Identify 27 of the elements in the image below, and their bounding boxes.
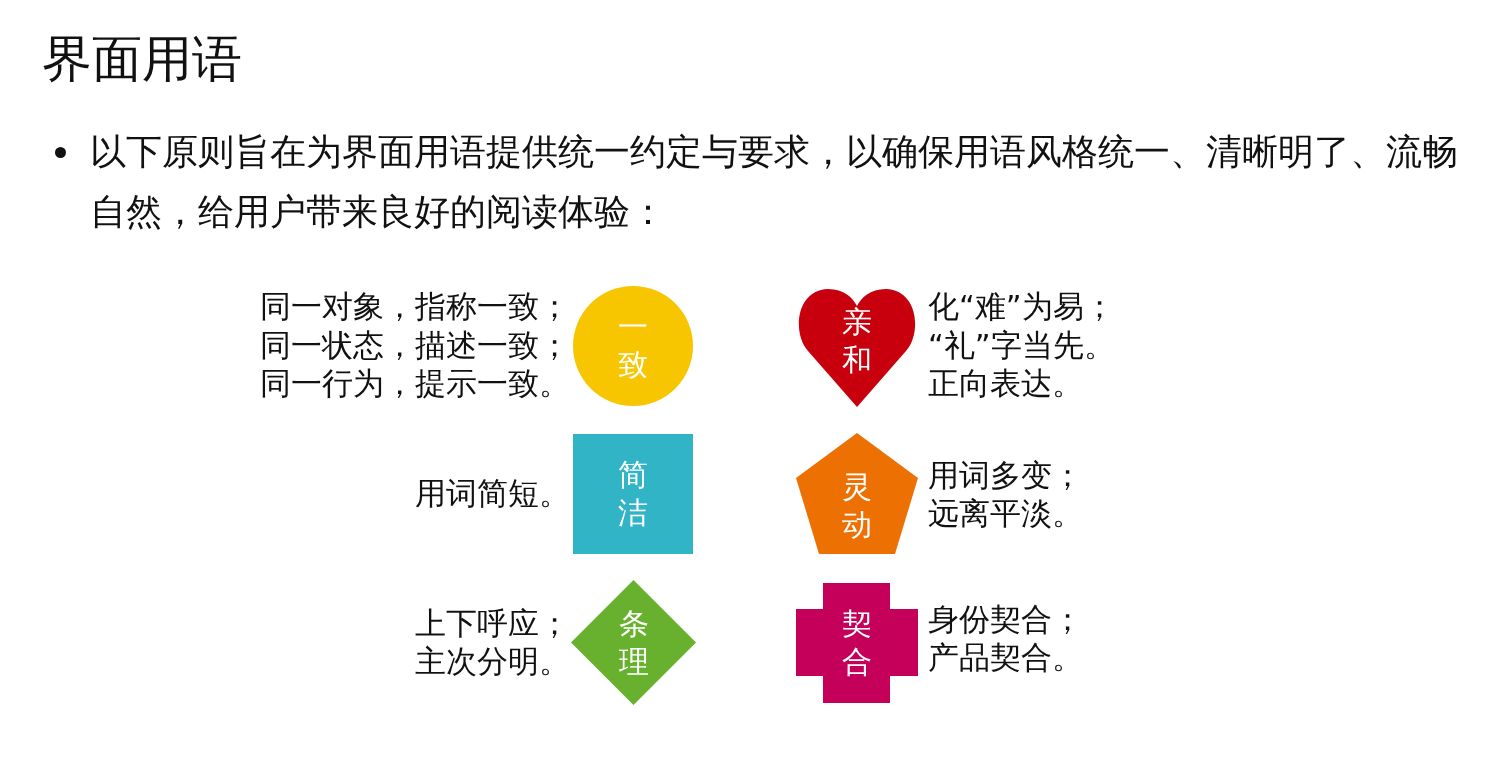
badge-label: 条理 (618, 604, 649, 681)
badge-label: 简洁 (618, 456, 648, 532)
cross-badge (796, 583, 918, 703)
description-text: 同一行为，提示一致。 (260, 365, 570, 404)
badge-label: 契合 (842, 605, 872, 681)
description-text: 化“难”为易； (928, 288, 1115, 327)
description-text: 产品契合。 (928, 639, 1083, 677)
bullet-text: 以下原则旨在为界面用语提供统一约定与要求，以确保用语风格统一、清晰明了、流畅自然，给用户带来良好的阅读体验： (90, 130, 1459, 234)
description-text: 同一状态，描述一致； (260, 326, 570, 365)
description-text: 身份契合； (928, 600, 1083, 639)
badge-label: 一致 (618, 308, 648, 384)
square-badge (573, 434, 693, 554)
description-text: “礼”字当先。 (928, 326, 1115, 365)
badge-label: 灵动 (842, 467, 872, 544)
description-text: 正向表达。 (928, 365, 1084, 404)
heart-badge (796, 287, 918, 407)
page-title: 界面用语 (42, 31, 242, 87)
badge-label: 亲和 (842, 303, 872, 379)
description-text: 用词简短。 (415, 474, 570, 513)
description-text: 远离平淡。 (928, 495, 1083, 533)
description-text: 主次分明。 (415, 643, 570, 681)
description-text: 用词多变； (928, 456, 1083, 495)
pentagon-badge (796, 433, 918, 554)
circle-badge (573, 286, 693, 406)
description-text: 同一对象，指称一致； (260, 288, 570, 327)
diamond-badge (571, 580, 696, 705)
description-text: 上下呼应； (415, 604, 570, 643)
